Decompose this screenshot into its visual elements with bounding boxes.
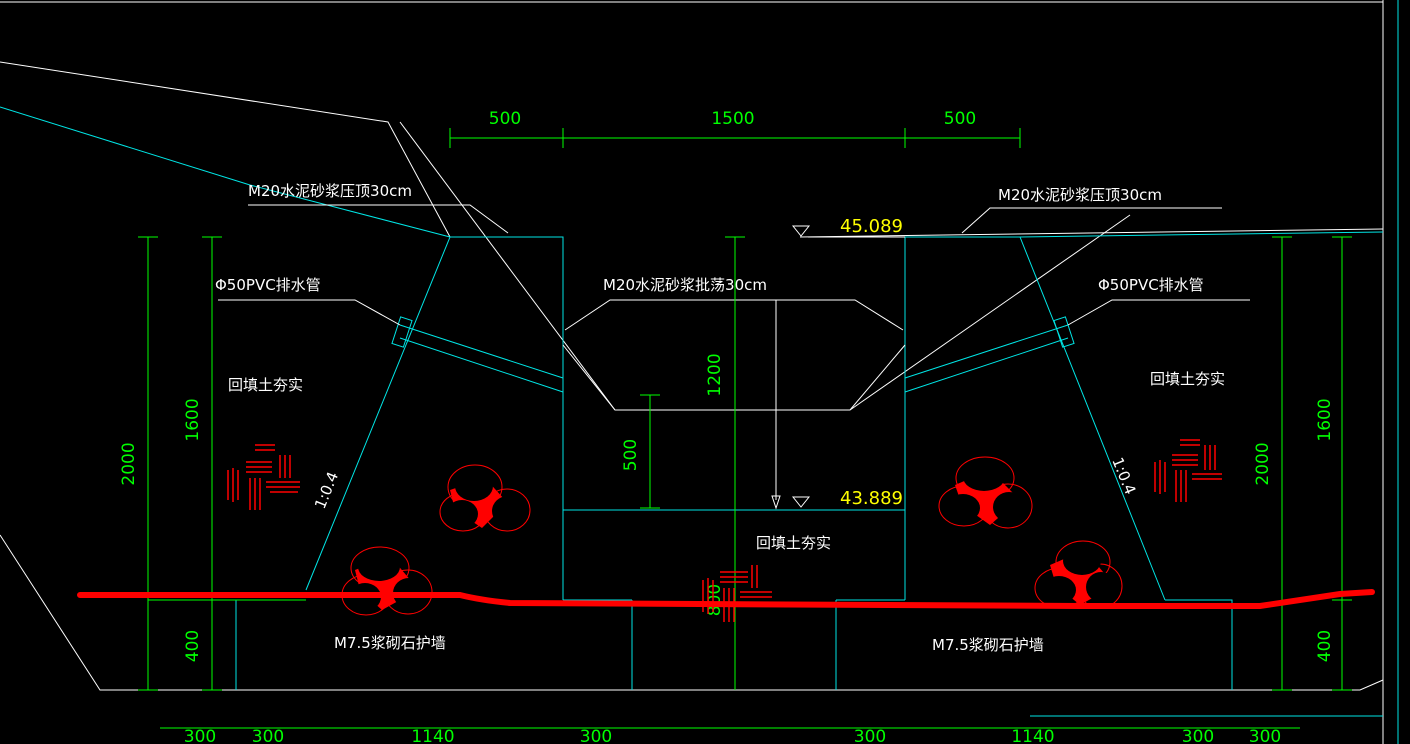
dim-top-mid: 1500 [711,109,754,129]
dim-bottom-7: 300 [1182,727,1214,744]
left-wall-outline [305,236,564,600]
pvc-pipe-left [391,316,564,393]
dim-right-lower: 400 [1315,630,1335,662]
guide-line [399,121,616,411]
elevation-bottom: 43.889 [840,488,903,509]
leader-arrow [771,495,781,510]
leader-cap-left [248,204,509,234]
top-surface-right-cyan [1019,231,1384,238]
foundation-left [235,599,306,690]
dim-right-upper: 1600 [1315,398,1335,441]
elevation-top: 45.089 [840,216,903,237]
leader-pipe-right [1067,299,1250,326]
label-cap-right: M20水泥砂浆压顶30cm [998,186,1162,204]
rubble-stones-left-upper [439,464,531,532]
elevation-symbol-top [791,225,811,237]
center-dimension-lines [640,236,745,690]
dim-left-lower: 400 [183,630,203,662]
guide-line-right [849,214,1131,411]
bottom-dimension-lines [160,715,1383,729]
dim-right-total: 2000 [1253,442,1273,485]
dim-bottom-3: 1140 [411,727,454,744]
dim-bottom-2: 300 [252,727,284,744]
label-backfill-right: 回填土夯实 [1150,370,1225,388]
dim-left-total: 2000 [119,442,139,485]
red-markup-line [77,589,1375,609]
label-plaster: M20水泥砂浆批荡30cm [603,276,767,294]
label-wall-right: M7.5浆砌石护墙 [932,636,1044,654]
dim-center-fill: 800 [705,584,725,616]
channel-inner [562,344,906,411]
dim-left-upper: 1600 [183,398,203,441]
right-wall-outline [904,236,1166,601]
dim-channel-depth: 1200 [705,353,725,396]
dim-top-left: 500 [489,109,521,129]
soil-hatch-left [227,444,300,510]
dim-bottom-1: 300 [184,727,216,744]
rubble-stones-right-lower [1034,540,1123,609]
slope-line-left [0,106,451,238]
right-dimension-lines [1272,236,1352,691]
label-slope-left: 1:0.4 [311,469,342,511]
dim-top-right: 500 [944,109,976,129]
foundation-right [1165,599,1233,690]
soil-hatch-right [1154,439,1222,502]
leader-cap-right [961,207,1222,234]
top-surface-right [799,228,1384,238]
label-wall-left: M7.5浆砌石护墙 [334,634,446,652]
top-dimension-chain [449,128,1021,148]
rubble-stones-left-lower [341,546,433,616]
label-pipe-left: Φ50PVC排水管 [215,276,321,294]
terrain-line-left [0,61,451,238]
label-pipe-right: Φ50PVC排水管 [1098,276,1204,294]
soil-hatch-center [702,565,772,622]
leader-plaster [564,299,904,331]
pvc-pipe-right [904,316,1075,393]
dim-bottom-5: 300 [854,727,886,744]
elevation-symbol-bottom [791,496,811,508]
dim-channel-bottom: 500 [621,439,641,471]
dim-bottom-8: 300 [1249,727,1281,744]
leader-pipe-left [218,299,401,326]
label-cap-left: M20水泥砂浆压顶30cm [248,182,412,200]
label-slope-right: 1:0.4 [1108,455,1139,497]
dim-bottom-4: 300 [580,727,612,744]
dim-bottom-6: 1140 [1011,727,1054,744]
rubble-stones-right-upper [938,456,1033,529]
ground-baseline [0,534,1384,691]
left-dimension-lines [138,236,306,691]
label-backfill-center: 回填土夯实 [756,534,831,552]
label-backfill-left: 回填土夯实 [228,376,303,394]
